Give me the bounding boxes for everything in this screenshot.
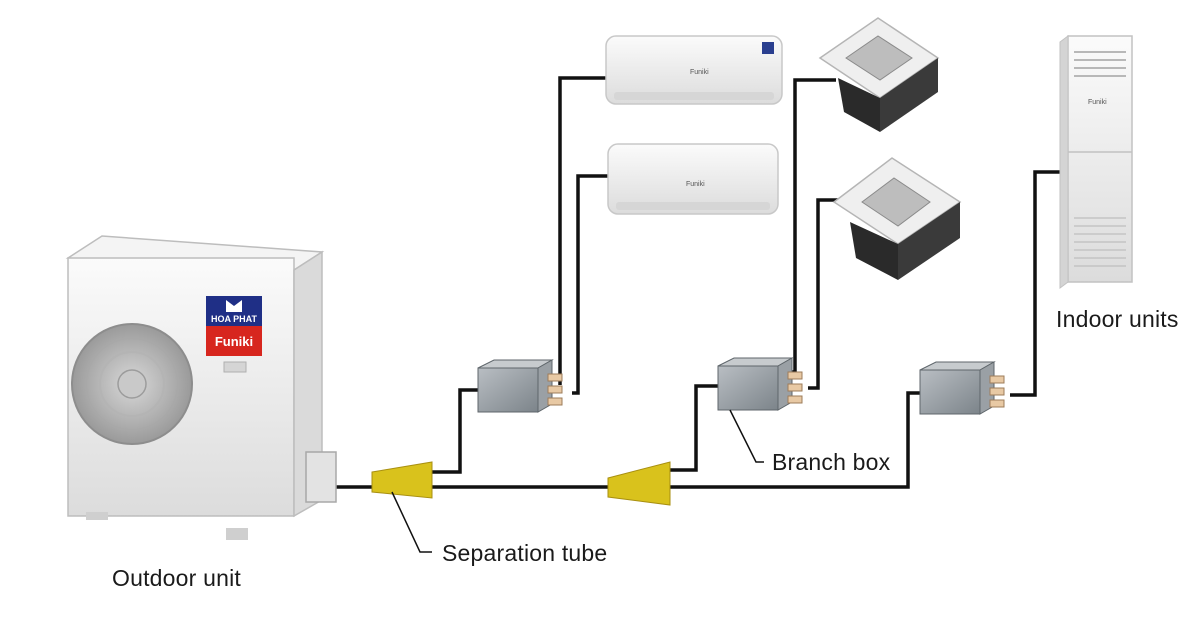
branch-box-label: Branch box	[772, 449, 891, 475]
branch-box-1	[477, 359, 563, 413]
separation-tube-label: Separation tube	[442, 540, 608, 566]
wall-unit-1: Funiki	[605, 35, 783, 105]
pipe-to-branch-box-2	[670, 384, 718, 472]
brand-bottom: Funiki	[215, 334, 253, 349]
branch-box-3	[919, 361, 1005, 415]
pipe-box2-cassette-1	[790, 78, 836, 374]
pipe-box3-floor-unit	[1010, 170, 1068, 397]
leader-lines	[391, 409, 764, 553]
pipe-box2-cassette-2	[808, 198, 846, 390]
pipe-box1-wall-unit-1	[558, 76, 606, 385]
cassette-unit-2	[832, 157, 962, 280]
separation-tube-1	[371, 461, 433, 499]
floor-standing-unit: Funiki	[1059, 35, 1133, 289]
pipe-network	[336, 76, 1068, 489]
floor-unit-badge: Funiki	[1088, 99, 1107, 106]
outdoor-unit-label: Outdoor unit	[112, 565, 241, 591]
branch-box-2	[717, 357, 803, 411]
separation-tubes	[371, 461, 671, 506]
branch-box-leader	[729, 409, 764, 463]
brand-top: HOA PHAT	[211, 314, 258, 324]
separation-tube-leader	[391, 491, 432, 553]
wall-unit-2-badge: Funiki	[686, 181, 705, 188]
pipe-box1-wall-unit-2	[572, 174, 608, 395]
outdoor-unit: HOA PHAT Funiki	[65, 235, 337, 540]
wall-unit-1-badge: Funiki	[690, 69, 709, 76]
pipe-to-branch-box-1	[432, 388, 478, 474]
cassette-unit-1	[818, 17, 940, 132]
brand-logo: HOA PHAT Funiki	[206, 296, 262, 356]
wall-unit-2: Funiki	[607, 143, 779, 215]
separation-tube-2	[607, 461, 671, 506]
indoor-units-label: Indoor units	[1056, 306, 1179, 332]
